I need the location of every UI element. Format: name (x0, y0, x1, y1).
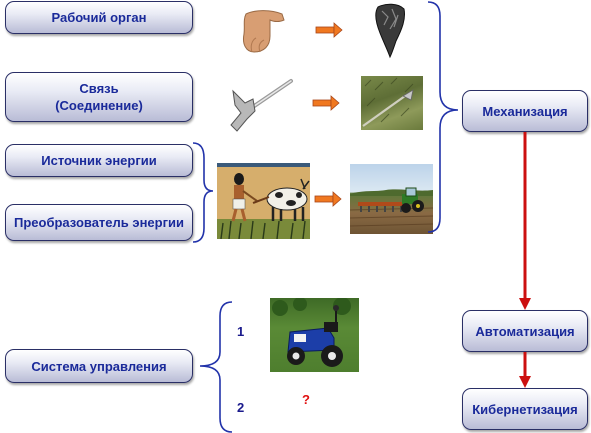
unknown-question-mark: ? (302, 392, 310, 407)
red-arrow-to-cybernetization (519, 352, 531, 388)
tractor-field-photo (350, 164, 433, 234)
egyptian-plowing-fresco (217, 163, 310, 239)
mechanization-label: Механизация (482, 103, 568, 119)
cybernetization-box: Кибернетизация (462, 388, 588, 430)
option-number-2: 2 (237, 400, 245, 415)
blue-tractor-photo (270, 298, 359, 372)
control-system-box: Система управления (5, 349, 193, 383)
option-number-1: 1 (237, 324, 245, 339)
orange-arrow-1 (315, 22, 343, 38)
red-arrow-to-automation (519, 132, 531, 310)
orange-arrow-3 (314, 191, 342, 207)
hand-image (240, 6, 286, 54)
hoe-tool-image (227, 75, 295, 135)
mechanization-box: Механизация (462, 90, 588, 132)
control-system-bracket (199, 301, 233, 433)
link-label: Связь (79, 81, 119, 96)
link-sub-label: (Соединение) (55, 98, 143, 113)
working-organ-box: Рабочий орган (5, 1, 193, 34)
working-organ-label: Рабочий орган (51, 10, 147, 25)
energy-converter-box: Преобразователь энергии (5, 204, 193, 241)
stone-tool-image (372, 3, 408, 59)
cybernetization-label: Кибернетизация (472, 401, 578, 417)
automation-label: Автоматизация (475, 323, 575, 339)
energy-source-label: Источник энергии (41, 153, 157, 168)
energy-converter-label: Преобразователь энергии (13, 215, 184, 230)
orange-arrow-2 (312, 95, 340, 111)
automation-box: Автоматизация (462, 310, 588, 352)
control-system-label: Система управления (31, 358, 167, 374)
link-box: Связь (Соединение) (5, 72, 193, 122)
energy-source-box: Источник энергии (5, 144, 193, 177)
field-hoe-photo (361, 76, 423, 130)
energy-bracket (192, 142, 214, 243)
